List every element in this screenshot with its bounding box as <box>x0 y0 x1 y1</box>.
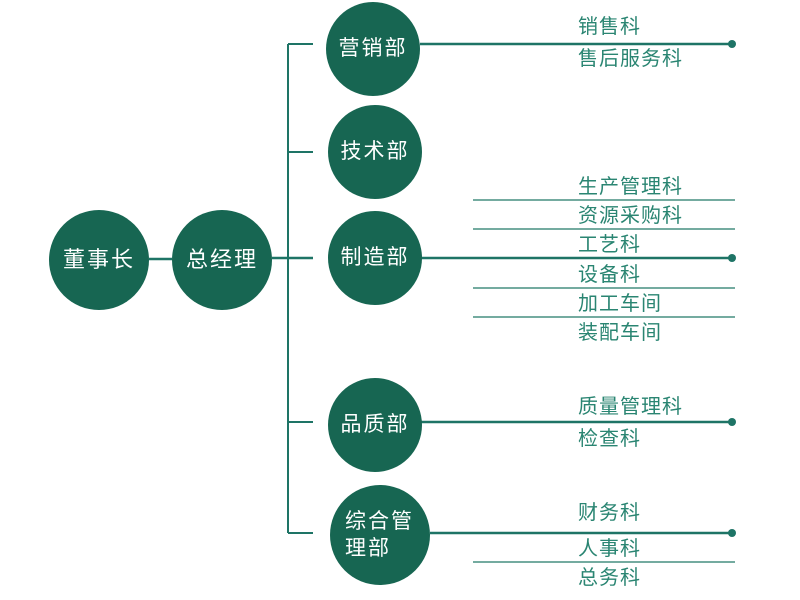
dot-marketing <box>728 40 736 48</box>
node-general-manager: 总经理 <box>172 210 272 310</box>
section-label-process: 工艺科 <box>578 234 641 256</box>
section-label-resource-procurement: 资源采购科 <box>578 205 683 227</box>
node-dept-quality-label: 品质部 <box>340 412 410 437</box>
node-dept-manufacturing: 制造部 <box>328 211 422 305</box>
node-dept-admin-label: 综合管理部 <box>345 508 414 560</box>
section-label-quality-mgmt: 质量管理科 <box>578 396 683 418</box>
node-dept-technology-label: 技术部 <box>340 139 410 164</box>
node-dept-admin: 综合管理部 <box>330 485 430 585</box>
node-dept-manufacturing-label: 制造部 <box>340 245 410 270</box>
section-label-aftersales: 售后服务科 <box>578 48 683 70</box>
section-label-personnel: 人事科 <box>578 538 641 560</box>
node-dept-technology: 技术部 <box>328 105 422 199</box>
node-dept-marketing: 营销部 <box>326 2 420 96</box>
node-general-manager-label: 总经理 <box>185 246 258 272</box>
section-label-sales: 销售科 <box>578 16 641 38</box>
node-chairman: 董事长 <box>49 210 149 310</box>
section-label-equipment: 设备科 <box>578 264 641 286</box>
dot-quality <box>728 418 736 426</box>
node-dept-quality: 品质部 <box>328 378 422 472</box>
section-label-machining-workshop: 加工车间 <box>578 293 662 315</box>
dot-manufacturing <box>728 254 736 262</box>
section-label-inspection: 检查科 <box>578 428 641 450</box>
dot-admin <box>728 529 736 537</box>
node-chairman-label: 董事长 <box>62 246 135 272</box>
section-label-finance: 财务科 <box>578 502 641 524</box>
section-label-production-mgmt: 生产管理科 <box>578 176 683 198</box>
section-label-assembly-workshop: 装配车间 <box>578 322 662 344</box>
node-dept-marketing-label: 营销部 <box>338 36 408 61</box>
section-label-general-affairs: 总务科 <box>578 567 641 589</box>
